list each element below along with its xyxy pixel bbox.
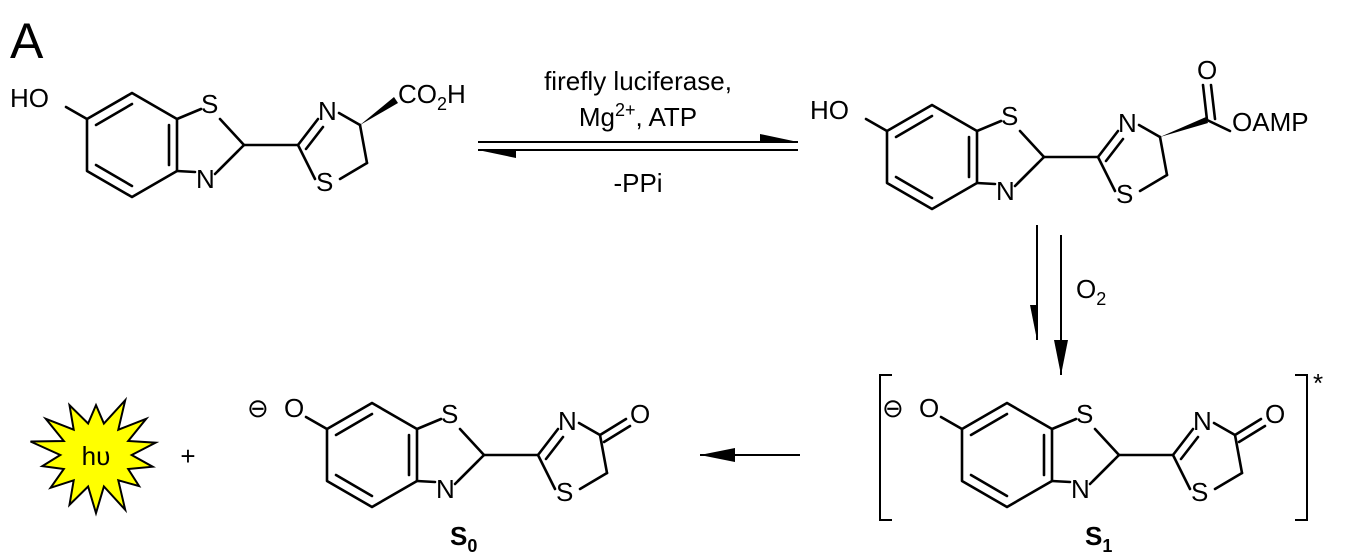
right-bracket	[1295, 374, 1308, 521]
adenylate-molecule: HO S N N S O OAMP	[810, 55, 1309, 211]
benzothiazole-n-label: N	[996, 176, 1015, 206]
luciferin-molecule: HO S N N S CO2H	[10, 79, 466, 199]
emission-arrow	[700, 448, 800, 462]
negative-charge-icon: ⊖	[247, 393, 269, 423]
carbonyl-o-label: O	[1265, 399, 1285, 429]
benzothiazole-n-label: N	[1071, 474, 1090, 504]
enzyme-label: firefly luciferase,	[544, 66, 732, 96]
thiazoline-n-label: N	[558, 406, 577, 436]
oxidation-arrow	[1030, 225, 1068, 375]
benzothiazole-s-label: S	[1001, 101, 1018, 131]
benzothiazole-n-label: N	[196, 164, 215, 194]
photon-label: hυ	[82, 441, 111, 471]
benzothiazole-s-label: S	[201, 89, 218, 119]
thiazoline-s-label: S	[556, 477, 573, 507]
thiazoline-n-label: N	[1118, 108, 1137, 138]
phenolate-o-label: O	[919, 393, 939, 423]
cofactor-label: Mg2+, ATP	[579, 100, 697, 132]
equilibrium-arrow	[478, 134, 798, 158]
phenolate-o-label: O	[284, 393, 304, 423]
oxyluciferin-s0-molecule: O ⊖ S N N S O	[247, 393, 650, 509]
ester-label: OAMP	[1232, 107, 1309, 137]
left-bracket	[879, 374, 892, 521]
negative-charge-icon: ⊖	[882, 393, 904, 423]
thiazoline-s-label: S	[316, 167, 333, 197]
thiazoline-n-label: N	[318, 96, 337, 126]
oxyluciferin-s1-molecule: O ⊖ S N N S O	[882, 393, 1285, 509]
thiazoline-s-label: S	[1191, 477, 1208, 507]
s0-label: S0	[450, 521, 477, 555]
benzothiazole-s-label: S	[441, 399, 458, 429]
s1-label: S1	[1085, 521, 1112, 555]
hydroxyl-label: HO	[10, 83, 49, 113]
benzothiazole-n-label: N	[436, 474, 455, 504]
thiazoline-s-label: S	[1116, 179, 1133, 209]
oxygen-label: O2	[1076, 274, 1106, 309]
panel-label: A	[10, 13, 44, 69]
plus-sign: +	[180, 441, 195, 471]
byproduct-label: -PPi	[613, 168, 662, 198]
thiazoline-n-label: N	[1193, 406, 1212, 436]
photon-burst: hυ	[30, 396, 160, 517]
carbonyl-o-label: O	[1197, 55, 1217, 85]
benzothiazole-s-label: S	[1076, 399, 1093, 429]
starburst-icon	[30, 396, 160, 517]
carboxylic-acid-label: CO2H	[398, 79, 466, 114]
excited-state-mark: *	[1313, 368, 1323, 398]
hydroxyl-label: HO	[810, 95, 849, 125]
carbonyl-o-label: O	[630, 399, 650, 429]
